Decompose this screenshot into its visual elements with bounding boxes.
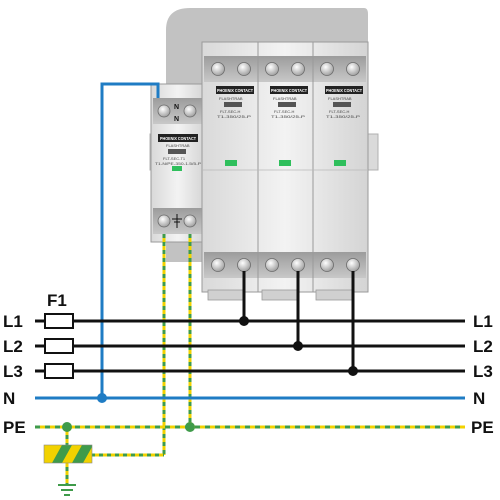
npe-model-text: FLASHTRAB [166,143,190,148]
phase-top-terminal-block [204,56,366,82]
npe-brand-text: PHOENIX CONTACT [160,136,196,141]
phase-3-brand-badge [325,86,363,94]
phase-2-type-line-1: FLT-SEC-H [274,109,294,114]
npe-type-badge [168,149,186,154]
screw-icon [237,258,251,272]
fuse-l2 [44,338,74,354]
phase-1-type-line-1: FLT-SEC-H [220,109,240,114]
junction-dot [62,422,72,432]
screw-icon [211,62,225,76]
npe-type-line-2: T1-N/PE-350-1.5/5-P [155,161,201,166]
l3-right-label: L3 [473,362,493,381]
phase-2-type-line-2: T1-350/25-P [271,114,306,119]
fuses [44,313,74,379]
phase-1-type-line-2: T1-350/25-P [217,114,252,119]
screw-icon [183,214,197,228]
fuse-l3 [44,363,74,379]
npe-brand-badge [158,134,198,142]
phase-3-status-indicator [334,160,346,166]
phase-2-brand-text: PHOENIX CONTACT [271,88,307,93]
npe-type-line-1: FLT-SEC-T1 [163,156,186,161]
screw-icon [346,258,360,272]
phase-2-status-indicator [279,160,291,166]
fuse-l1 [44,313,74,329]
npe-module: N N PHOENIX CONTACT FLASHTRAB FLT-SEC-T1… [150,83,206,243]
earth-symbol-icon [172,214,182,228]
phase-2-bottom-clip [261,289,299,301]
screw-icon [320,62,334,76]
ground-symbol-icon [58,484,76,496]
phase-modules: PHOENIX CONTACT FLASHTRAB FLT-SEC-H T1-3… [201,41,369,301]
screw-icon [320,258,334,272]
surge-arrester-device: N N PHOENIX CONTACT FLASHTRAB FLT-SEC-T1… [149,8,379,301]
phase-3-type-badge [333,102,351,107]
pe-right-label: PE [471,418,494,437]
npe-top-terminal-label-2: N [174,116,179,123]
phase-bottom-terminal-block [204,252,366,278]
phase-2-type-badge [278,102,296,107]
phase-1-bottom-clip [207,289,245,301]
junction-dot [348,366,358,376]
npe-top-terminal-label-1: N [174,104,179,111]
screw-icon [265,258,279,272]
phase-1-model-text: FLASHTRAB [219,96,243,101]
phase-1-status-indicator [225,160,237,166]
n-left-label: N [3,389,15,408]
phase-1-brand-text: PHOENIX CONTACT [217,88,253,93]
screw-icon [265,62,279,76]
phase-3-brand-text: PHOENIX CONTACT [326,88,362,93]
phase-2-brand-badge [270,86,308,94]
phase-3-model-text: FLASHTRAB [328,96,352,101]
phase-1-type-badge [224,102,242,107]
l1-left-label: L1 [3,312,23,331]
screw-icon [237,62,251,76]
pe-left-label: PE [3,418,26,437]
junction-dot [97,393,107,403]
screw-icon [157,214,171,228]
junction-dot [185,422,195,432]
l2-right-label: L2 [473,337,493,356]
phase-1-brand-badge [216,86,254,94]
earth-electrode [43,444,93,464]
pe-connection-wires [65,234,192,485]
l3-left-label: L3 [3,362,23,381]
npe-status-indicator [172,166,182,171]
n-right-label: N [473,389,485,408]
screw-icon [291,258,305,272]
screw-icon [183,104,197,118]
phase-3-type-line-2: T1-350/25-P [326,114,361,119]
screw-icon [291,62,305,76]
screw-icon [211,258,225,272]
junction-dot [293,341,303,351]
fuse-label: F1 [47,291,67,310]
phase-3-type-line-1: FLT-SEC-H [329,109,349,114]
phase-3-bottom-clip [315,289,353,301]
neutral-wire [100,82,160,398]
phase-2-model-text: FLASHTRAB [273,96,297,101]
screw-icon [157,104,171,118]
junction-dot [239,316,249,326]
l2-left-label: L2 [3,337,23,356]
l1-right-label: L1 [473,312,493,331]
screw-icon [346,62,360,76]
